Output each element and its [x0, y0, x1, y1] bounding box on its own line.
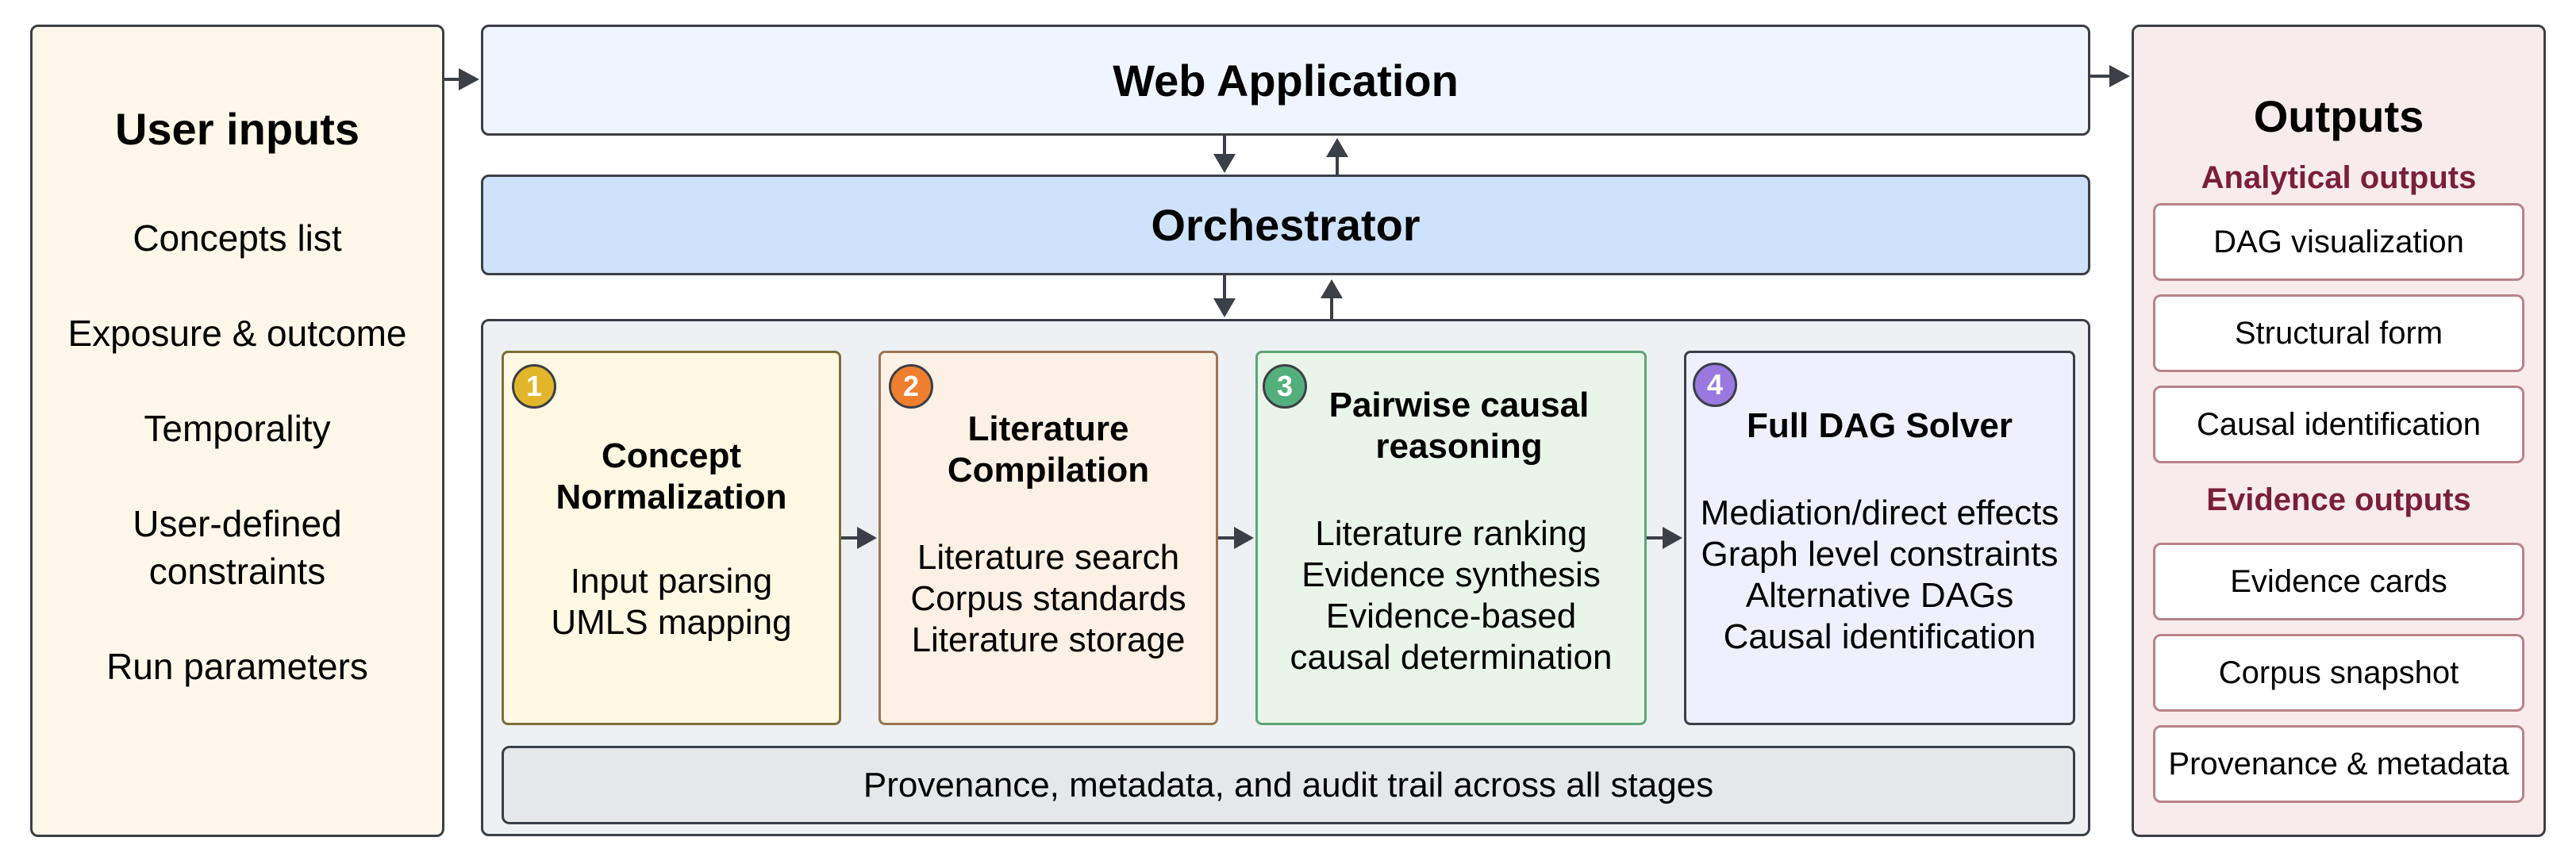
stage-line: Causal identification [1723, 617, 2036, 656]
output-item-evidence-cards: Evidence cards [2153, 543, 2524, 620]
stage-line: Literature ranking [1315, 514, 1587, 553]
stage-line: Mediation/direct effects [1700, 493, 2059, 532]
stage-line: causal determination [1290, 638, 1613, 677]
stage-line: Graph level constraints [1701, 535, 2059, 574]
arrow-head [459, 68, 479, 90]
stage-title-1: Concept Normalization [556, 436, 787, 516]
arrow-head [1234, 527, 1254, 549]
stage-pairwise-causal-reasoning: 3 Pairwise causal reasoning Literature r… [1255, 351, 1647, 725]
output-item-dag-visualization: DAG visualization [2153, 203, 2524, 281]
stage-line: Alternative DAGs [1745, 576, 2014, 615]
stage-concept-normalization: 1 Concept Normalization Input parsing UM… [502, 351, 841, 725]
arrow-head [1321, 279, 1343, 298]
arrow-head [1326, 138, 1348, 157]
input-item-run-parameters: Run parameters [106, 646, 368, 687]
orchestrator-label: Orchestrator [1151, 200, 1421, 250]
web-application-box: Web Application [481, 25, 2090, 136]
input-item-user-constraints: User-defined constraints [133, 503, 342, 592]
stage-title-4: Full DAG Solver [1747, 406, 2013, 445]
orchestrator-box: Orchestrator [481, 175, 2090, 275]
stage-line: Literature storage [911, 620, 1186, 659]
analytical-outputs-heading: Analytical outputs [2201, 160, 2477, 195]
stage-badge-2: 2 [889, 364, 933, 409]
stage-line: Evidence synthesis [1301, 555, 1601, 594]
arrow-head [1213, 298, 1236, 317]
provenance-bar: Provenance, metadata, and audit trail ac… [502, 746, 2075, 824]
input-item-temporality: Temporality [144, 408, 331, 449]
web-application-label: Web Application [1113, 55, 1459, 106]
arrow-head [857, 527, 877, 549]
output-item-structural-form: Structural form [2153, 294, 2524, 372]
stage-literature-compilation: 2 Literature Compilation Literature sear… [879, 351, 1218, 725]
stage-line: Evidence-based [1325, 597, 1577, 636]
stage-full-dag-solver: 4 Full DAG Solver Mediation/direct effec… [1684, 351, 2075, 725]
output-item-provenance-metadata: Provenance & metadata [2153, 725, 2524, 803]
stage-line: Input parsing [570, 562, 773, 601]
input-item-exposure-outcome: Exposure & outcome [67, 313, 407, 354]
arrow-head [2109, 65, 2130, 87]
user-inputs-title: User inputs [114, 104, 360, 154]
arrow-head [1663, 527, 1682, 549]
stage-badge-4: 4 [1693, 363, 1737, 407]
provenance-label: Provenance, metadata, and audit trail ac… [863, 765, 1714, 804]
input-item-concepts: Concepts list [133, 217, 342, 259]
arrow-head [1213, 154, 1236, 173]
stage-title-2: Literature Compilation [947, 409, 1150, 490]
output-item-corpus-snapshot: Corpus snapshot [2153, 634, 2524, 712]
stage-line: Corpus standards [910, 579, 1186, 618]
stage-badge-3: 3 [1263, 364, 1307, 409]
stage-title-3: Pairwise causal reasoning [1328, 386, 1590, 466]
stage-line: Literature search [917, 538, 1180, 577]
user-inputs-panel: User inputs Concepts list Exposure & out… [30, 25, 444, 837]
stage-badge-1: 1 [512, 364, 556, 409]
evidence-outputs-heading: Evidence outputs [2206, 482, 2471, 517]
output-item-causal-identification: Causal identification [2153, 386, 2524, 463]
stage-line: UMLS mapping [551, 603, 792, 642]
outputs-title: Outputs [2253, 91, 2424, 141]
outputs-panel: Outputs Analytical outputs DAG visualiza… [2132, 25, 2546, 837]
